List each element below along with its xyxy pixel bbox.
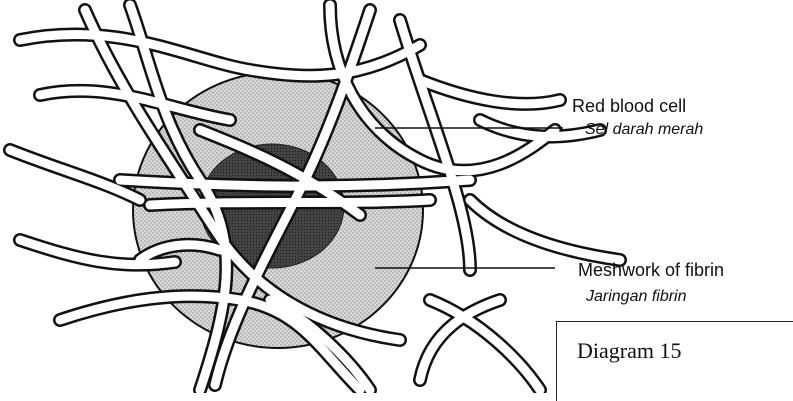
fibrin-strands	[10, 5, 620, 390]
rbc-label-ms: Sel darah merah	[585, 121, 703, 139]
fibrin-label-ms: Jaringan fibrin	[586, 288, 687, 306]
fibrin-label-en: Meshwork of fibrin	[578, 260, 724, 281]
rbc-label-en: Red blood cell	[572, 96, 686, 117]
caption-box: Diagram 15	[556, 321, 793, 401]
diagram-caption: Diagram 15	[577, 338, 681, 364]
